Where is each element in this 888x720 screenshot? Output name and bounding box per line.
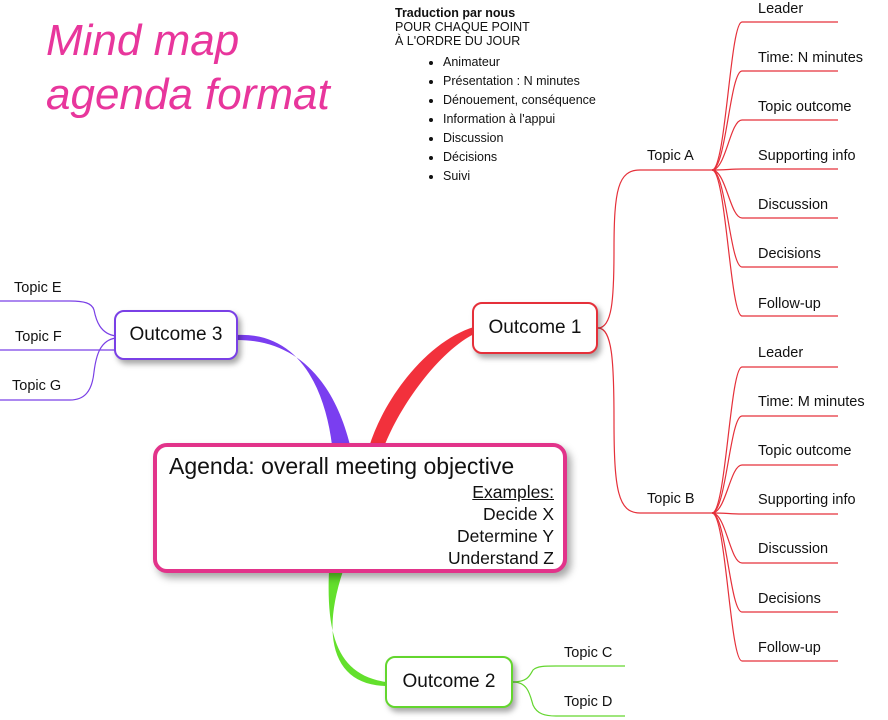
leaf-connector <box>711 119 838 171</box>
outcome-1-label: Outcome 1 <box>488 317 582 338</box>
central-examples: Examples: Decide X Determine Y Understan… <box>169 481 554 569</box>
topic-a-item[interactable]: Discussion <box>758 197 829 213</box>
topic-d-label[interactable]: Topic D <box>564 694 613 710</box>
page-title-line-1: Mind map <box>46 16 240 65</box>
topic-a-item[interactable]: Topic outcome <box>758 99 852 115</box>
topic-b-item[interactable]: Discussion <box>758 541 829 557</box>
outcome-3-node[interactable]: Outcome 3 <box>114 310 238 360</box>
leaf-connector <box>711 512 838 564</box>
topic-g-label[interactable]: Topic G <box>12 378 62 394</box>
leaf-connector <box>711 168 838 171</box>
topic-b-item[interactable]: Topic outcome <box>758 443 852 459</box>
note-list-item: Présentation : N minutes <box>443 72 596 91</box>
topic-a-item[interactable]: Time: N minutes <box>758 50 864 66</box>
topic-a-item[interactable]: Leader <box>758 1 804 17</box>
note-list-item: Suivi <box>443 167 596 186</box>
examples-heading: Examples: <box>472 482 554 502</box>
leaf-connector <box>711 366 838 514</box>
branch-outcome-1 <box>369 327 476 447</box>
note-line: POUR CHAQUE POINT <box>395 20 530 34</box>
topic-c-label[interactable]: Topic C <box>564 645 613 661</box>
central-node[interactable]: Agenda: overall meeting objective Exampl… <box>153 443 567 573</box>
outcome-2-node[interactable]: Outcome 2 <box>385 656 513 708</box>
outcome-3-label: Outcome 3 <box>129 324 223 345</box>
note-list-item: Information à l'appui <box>443 110 596 129</box>
branch-outcome-2 <box>328 571 386 686</box>
note-list-item: Décisions <box>443 148 596 167</box>
topic-e-label[interactable]: Topic E <box>14 280 62 296</box>
example-item: Determine Y <box>457 526 554 546</box>
leaf-connector <box>711 415 838 514</box>
topic-a-item[interactable]: Follow-up <box>758 296 821 312</box>
page-title: Mind map agenda format <box>46 14 330 122</box>
leaf-connector <box>711 512 838 515</box>
topic-a-label[interactable]: Topic A <box>647 148 694 164</box>
topic-b-item[interactable]: Supporting info <box>758 492 856 508</box>
branch-outcome-3 <box>237 334 350 445</box>
translation-note: Traduction par nous POUR CHAQUE POINT À … <box>395 6 596 186</box>
topic-a-item[interactable]: Decisions <box>758 246 821 262</box>
topic-b-item[interactable]: Leader <box>758 345 804 361</box>
topic-b-label[interactable]: Topic B <box>647 491 695 507</box>
leaf-connector <box>711 512 838 613</box>
topic-b-item[interactable]: Decisions <box>758 591 821 607</box>
central-node-label: Agenda: overall meeting objective <box>169 453 515 479</box>
leaf-connector <box>711 169 838 317</box>
note-list-item: Animateur <box>443 53 596 72</box>
topic-f-label[interactable]: Topic F <box>15 329 62 345</box>
leaf-connector <box>711 21 838 171</box>
note-list-item: Dénouement, conséquence <box>443 91 596 110</box>
leaf-connector <box>711 169 838 268</box>
topic-b-item[interactable]: Time: M minutes <box>758 394 865 410</box>
topic-a-item[interactable]: Supporting info <box>758 148 856 164</box>
topic-b-item[interactable]: Follow-up <box>758 640 821 656</box>
note-heading: Traduction par nous <box>395 6 516 20</box>
outcome-2-label: Outcome 2 <box>402 671 496 692</box>
leaf-connector <box>711 70 838 171</box>
note-line: À L'ORDRE DU JOUR <box>395 34 521 48</box>
leaf-connector <box>711 512 838 662</box>
note-list: Animateur Présentation : N minutes Dénou… <box>395 53 596 186</box>
leaf-connector <box>711 169 838 219</box>
outcome-1-node[interactable]: Outcome 1 <box>472 302 598 354</box>
leaf-connector <box>711 464 838 514</box>
example-item: Decide X <box>482 504 554 524</box>
note-list-item: Discussion <box>443 129 596 148</box>
page-title-line-2: agenda format <box>46 70 330 119</box>
example-item: Understand Z <box>447 548 554 568</box>
